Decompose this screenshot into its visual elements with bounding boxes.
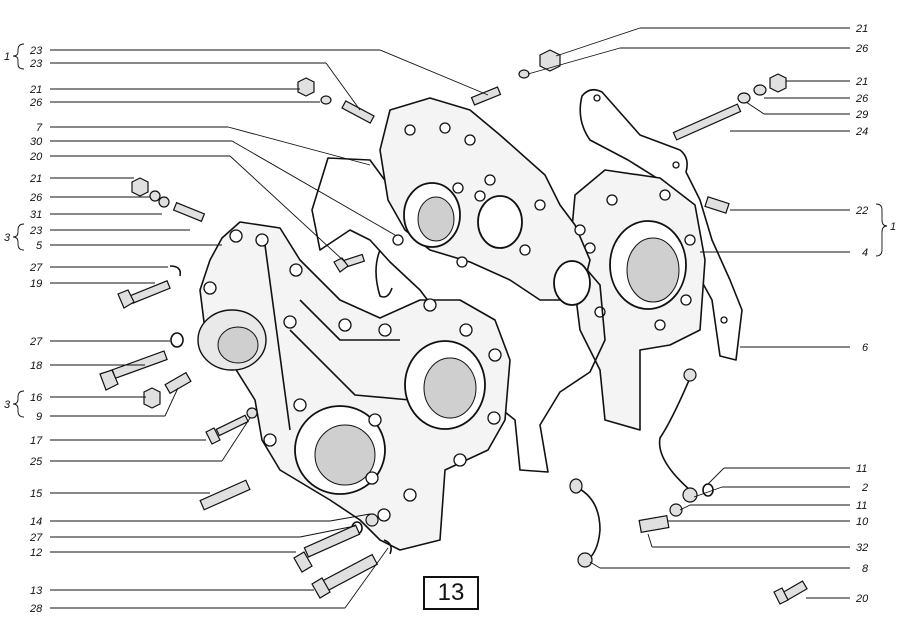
callout-label: 18 [30, 360, 43, 372]
callout-label: 12 [30, 547, 42, 559]
callout-label: 11 [856, 463, 867, 475]
callout-label: 26 [855, 43, 869, 55]
group-label-3-upper: 3 [4, 232, 11, 244]
callout-label: 5 [36, 240, 43, 252]
callout-label: 30 [30, 136, 43, 148]
callouts-right: 21 26 21 26 29 24 22 4 6 11 2 11 10 32 8… [855, 23, 869, 605]
figure-number-box: 13 [423, 576, 479, 610]
callout-label: 28 [29, 603, 43, 615]
callout-label: 27 [29, 336, 43, 348]
callout-label: 19 [30, 278, 42, 290]
callout-label: 10 [856, 516, 869, 528]
front-cover [197, 221, 511, 551]
callout-label: 16 [30, 392, 43, 404]
callout-label: 21 [855, 23, 868, 35]
callout-label: 15 [30, 488, 43, 500]
callouts-left: 23 23 21 26 7 30 20 21 26 31 23 5 27 19 … [29, 45, 43, 615]
callout-label: 26 [855, 93, 869, 105]
callout-label: 17 [30, 435, 43, 447]
callout-label: 7 [36, 122, 43, 134]
callout-label: 24 [855, 126, 868, 138]
callout-label: 21 [855, 76, 868, 88]
callout-label: 20 [29, 151, 43, 163]
callout-label: 22 [855, 205, 868, 217]
callout-label: 25 [29, 456, 43, 468]
callout-label: 23 [29, 225, 43, 237]
callout-label: 13 [30, 585, 43, 597]
callout-label: 31 [30, 209, 42, 221]
callout-label: 21 [29, 84, 42, 96]
callout-label: 11 [856, 500, 867, 512]
callout-label: 27 [29, 262, 43, 274]
fasteners [99, 49, 808, 605]
callout-label: 26 [29, 192, 43, 204]
callout-label: 6 [862, 342, 869, 354]
callout-label: 8 [862, 563, 869, 575]
callout-label: 21 [29, 173, 42, 185]
callout-label: 29 [855, 109, 868, 121]
rear-gasket [579, 88, 743, 361]
callout-label: 14 [30, 516, 42, 528]
callout-label: 23 [29, 45, 43, 57]
callout-label: 26 [29, 97, 43, 109]
middle-housing [379, 97, 591, 306]
callout-label: 4 [862, 247, 868, 259]
rear-housing [569, 169, 706, 431]
callout-label: 32 [856, 542, 868, 554]
callout-label: 2 [861, 482, 868, 494]
group-braces [12, 43, 888, 418]
group-label-1-right: 1 [890, 221, 896, 233]
leader-lines-right [527, 27, 850, 599]
callout-label: 27 [29, 532, 43, 544]
leader-lines-left [50, 49, 489, 609]
callout-label: 9 [36, 411, 42, 423]
figure-number: 13 [437, 579, 465, 606]
group-label-1-top: 1 [4, 51, 10, 63]
callout-label: 23 [29, 58, 43, 70]
group-label-3-lower: 3 [4, 399, 11, 411]
callout-label: 20 [855, 593, 869, 605]
